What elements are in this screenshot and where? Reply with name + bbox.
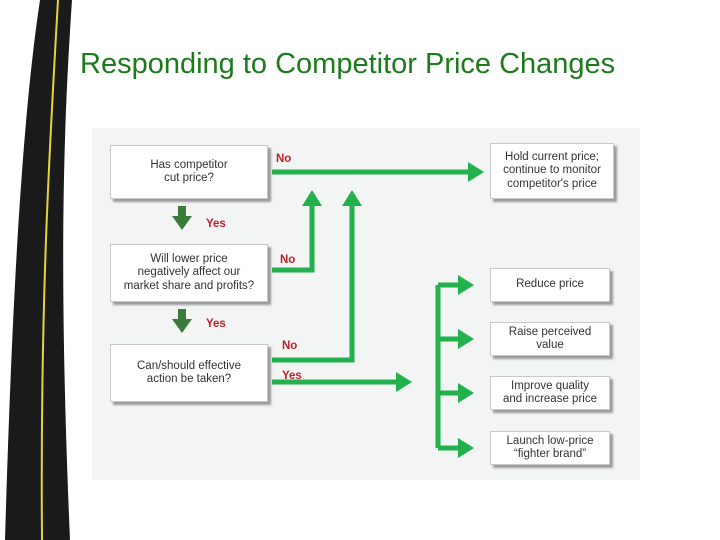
- arrowhead-no-2: [302, 190, 322, 206]
- label-no-3: No: [282, 340, 298, 352]
- outcome-raise-perceived-value: Raise perceived value: [490, 322, 610, 356]
- road-center-line: [40, 0, 59, 540]
- yes-arrow-2-head: [172, 319, 192, 333]
- arrowhead-no-3: [342, 190, 362, 206]
- label-no-2: No: [280, 254, 296, 266]
- arrow-no-3-up: [272, 204, 355, 363]
- yes-arrow-1-head: [172, 216, 192, 230]
- decision-effective-action: Can/should effective action be taken?: [110, 344, 268, 402]
- label-yes-2: Yes: [206, 318, 226, 330]
- outcome-hold-price: Hold current price; continue to monitor …: [490, 143, 614, 199]
- slide-title: Responding to Competitor Price Changes: [80, 48, 616, 80]
- outcome-improve-quality: Improve quality and increase price: [490, 376, 610, 410]
- yes-arrow-1-shaft: [178, 206, 186, 218]
- arrowhead-improve: [458, 383, 474, 403]
- yes-arrow-2-shaft: [178, 309, 186, 321]
- outcome-reduce-price: Reduce price: [490, 268, 610, 302]
- label-yes-1: Yes: [206, 218, 226, 230]
- arrowhead-hold: [468, 162, 484, 182]
- arrow-no-2-up: [272, 204, 315, 273]
- arrowhead-reduce: [458, 275, 474, 295]
- arrowhead-yes-3: [396, 372, 412, 392]
- label-no-1: No: [276, 153, 292, 165]
- label-yes-3: Yes: [282, 370, 302, 382]
- road-surface: [5, 0, 72, 540]
- road-decoration: [5, 0, 72, 540]
- arrowhead-raise: [458, 329, 474, 349]
- decision-competitor-cut-price: Has competitor cut price?: [110, 145, 268, 199]
- arrowhead-launch: [458, 438, 474, 458]
- outcome-fighter-brand: Launch low-price “fighter brand”: [490, 431, 610, 465]
- decision-lower-price-affect: Will lower price negatively affect our m…: [110, 244, 268, 302]
